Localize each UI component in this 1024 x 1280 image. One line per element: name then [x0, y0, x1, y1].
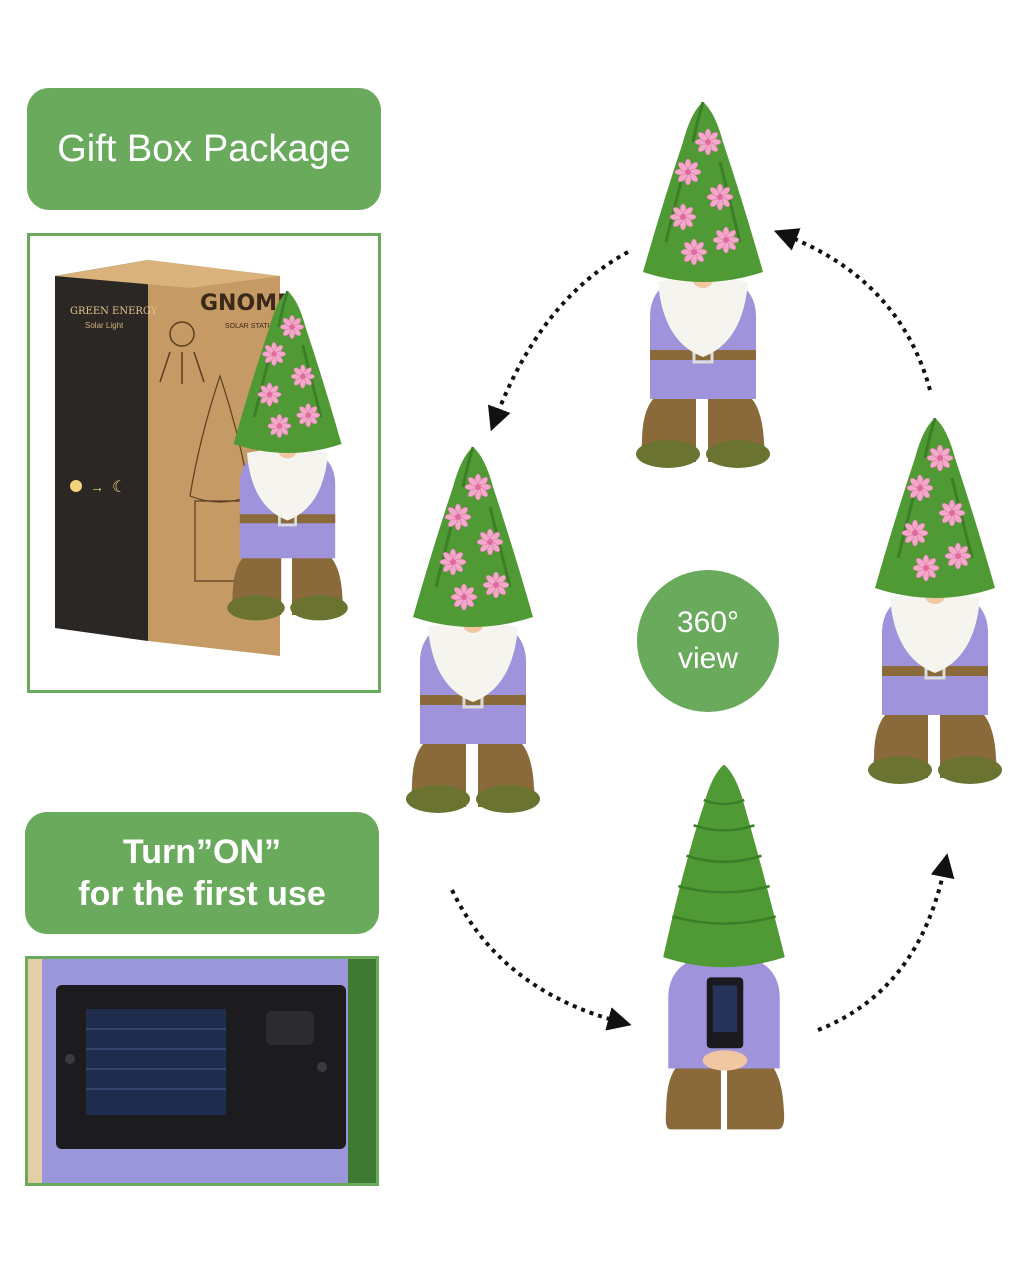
gift-box-photo: GREEN ENERGY Solar Light → ☾ GNOME SOLAR…	[27, 233, 381, 693]
power-switch[interactable]	[266, 1011, 314, 1045]
sun-icon	[70, 480, 82, 492]
moon-icon: ☾	[112, 479, 126, 496]
turn-on-label: Turn”ON” for the first use	[25, 812, 379, 934]
rotation-arrow-icon	[817, 853, 955, 1032]
arrow-right-icon: →	[90, 479, 104, 495]
gift-box-label: Gift Box Package	[27, 88, 381, 210]
box-sun-drawing	[159, 321, 205, 384]
box-title-sub-text: SOLAR STATUE	[225, 323, 278, 330]
rotation-arrow-icon	[773, 228, 932, 391]
box-brand-text: GREEN ENERGY	[70, 306, 158, 317]
solar-panel-photo	[25, 956, 379, 1186]
rotation-arrow-icon	[450, 889, 632, 1031]
solar-cell	[86, 1009, 226, 1115]
turn-on-line1: Turn”ON”	[122, 832, 281, 871]
badge-line2: view	[677, 642, 738, 675]
rotation-arrow-icon	[487, 250, 629, 432]
badge-line1: 360°	[676, 606, 740, 639]
box-sub-text: Solar Light	[85, 321, 124, 330]
360-view-badge: 360° view	[637, 570, 779, 712]
turn-on-line2: for the first use	[78, 875, 326, 913]
gift-box-label-text: Gift Box Package	[57, 127, 351, 170]
